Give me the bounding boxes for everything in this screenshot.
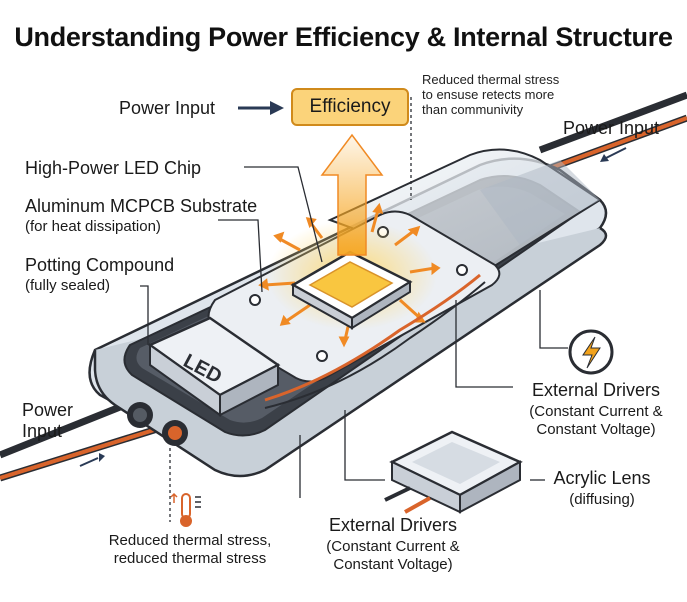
note-top-line2: to ensuse retects more: [422, 87, 555, 102]
note-top-line3: than communivity: [422, 102, 524, 117]
ext-drivers-bottom-label: External Drivers: [328, 515, 458, 535]
acrylic-lens-label: Acrylic Lens: [553, 468, 651, 488]
potting-label: Potting Compound: [25, 255, 175, 275]
power-input-left-line2: Input: [22, 421, 63, 441]
acrylic-lens-sub-label: (diffusing): [569, 491, 635, 508]
external-driver-box: [384, 430, 523, 514]
ext-drivers-right-label: External Drivers: [531, 380, 661, 400]
thermometer-icon: [170, 492, 201, 527]
substrate-sub-label: (for heat dissipation): [25, 218, 161, 235]
ext-drivers-bottom-sub2: Constant Voltage): [333, 556, 453, 573]
arrowhead-left-icon: [99, 453, 105, 462]
cable-right-top: [538, 91, 687, 174]
arrow-power-left-icon: [79, 457, 99, 467]
ext-drivers-right-sub2: Constant Voltage): [536, 421, 656, 438]
ext-drivers-bottom-sub1: (Constant Current &: [326, 538, 460, 555]
ext-drivers-right-sub1: (Constant Current &: [529, 403, 663, 420]
arrow-power-right-icon: [605, 147, 627, 159]
leader-lines: [140, 97, 568, 522]
potting-sub-label: (fully sealed): [25, 277, 111, 294]
internal-wire-copper: [264, 273, 481, 402]
thermal-note-line2: reduced thermal stress: [113, 550, 267, 567]
cable-gland-left: [127, 402, 188, 446]
lightning-bolt-icon: [568, 329, 614, 375]
arrowhead-right-icon: [600, 154, 609, 162]
power-input-left-line1: Power: [22, 400, 74, 420]
lens-shade: [480, 160, 600, 245]
substrate-label: Aluminum MCPCB Substrate: [25, 196, 258, 216]
efficiency-box: Efficiency: [291, 88, 409, 126]
internal-wire-black: [264, 281, 486, 409]
power-input-right-label: Power Input: [563, 118, 660, 138]
efficiency-beam-arrow: [320, 133, 384, 256]
led-chip-label: High-Power LED Chip: [25, 158, 202, 178]
thermal-note-line1: Reduced thermal stress,: [108, 532, 272, 549]
power-input-top-label: Power Input: [119, 98, 216, 118]
led-driver-block: [147, 316, 281, 417]
led-chip: [290, 250, 413, 330]
note-top-line1: Reduced thermal stress: [422, 72, 560, 87]
arrow-right-icon: [238, 101, 284, 115]
page-title: Understanding Power Efficiency & Interna…: [14, 22, 673, 52]
